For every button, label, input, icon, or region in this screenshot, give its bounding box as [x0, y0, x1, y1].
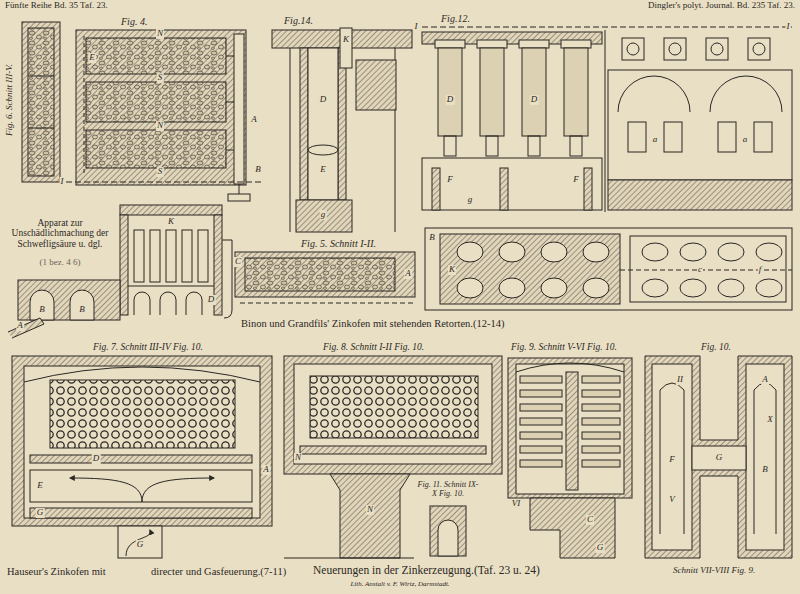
part-letter: G — [136, 540, 145, 550]
part-letter: E — [36, 481, 44, 491]
part-letter: a — [652, 135, 659, 145]
part-letter: A — [250, 115, 258, 125]
figure-title: Fig. 7. Schnitt III-IV Fig. 10. — [92, 342, 204, 352]
part-letter: B — [428, 233, 436, 243]
plate-header: Fünfte Reihe Bd. 35 Taf. 23. — [4, 1, 109, 11]
part-letter: D — [319, 95, 328, 105]
lithographer-note: Lith. Anstalt v. F. Wirtz, Darmstadt. — [349, 581, 450, 589]
figure-title: Fig. 5. Schnitt I-II. — [300, 238, 377, 249]
part-letter: g — [467, 195, 474, 205]
fig11-section — [430, 506, 466, 556]
figure-title: Fig. 4. — [120, 16, 148, 27]
part-letter: D — [207, 295, 216, 305]
plate-title: Neuerungen in der Zinkerzeugung.(Taf. 23… — [312, 564, 541, 577]
figure-title: Fig. 10. — [700, 342, 732, 352]
figure-title: Fig. 11. Schnitt IX-X Fig. 10. — [416, 481, 480, 499]
fig7-section — [12, 356, 272, 558]
part-letter: A — [262, 465, 270, 475]
figure-title: Schnitt VII-VIII Fig. 9. — [672, 566, 756, 576]
part-letter: F — [446, 175, 454, 185]
part-letter: G — [715, 453, 724, 463]
part-letter: N — [156, 121, 164, 131]
part-letter: N — [366, 505, 374, 515]
part-letter: B — [761, 465, 769, 475]
part-letter: G — [36, 508, 45, 518]
fig6-section — [22, 22, 60, 182]
part-letter: I — [60, 177, 65, 187]
part-letter: VI — [511, 499, 522, 509]
part-letter: F — [572, 175, 580, 185]
part-letter: a — [742, 135, 749, 145]
figure-caption: Apparat zur Unschädlichmachung der Schwe… — [2, 218, 118, 249]
part-letter: A — [404, 269, 412, 279]
figure-title: Fig. 8. Schnitt I-II Fig. 10. — [322, 342, 425, 352]
part-letter: B — [78, 305, 86, 315]
fig12-elevation — [422, 27, 792, 212]
part-letter: S — [157, 73, 164, 83]
figure-title: Fig.12. — [440, 13, 471, 24]
part-letter: X — [766, 415, 774, 425]
part-letter: D — [530, 95, 539, 105]
part-letter: N — [294, 453, 302, 463]
part-letter: K — [167, 217, 175, 227]
figure-caption: Binon und Grandfils' Zinkofen mit stehen… — [240, 318, 505, 330]
part-letter: C — [586, 515, 594, 525]
figure-title: Fig.14. — [283, 15, 314, 26]
part-letter: D — [446, 95, 455, 105]
part-letter: K — [448, 265, 456, 275]
fig8-section — [284, 356, 502, 558]
part-letter: G — [596, 543, 605, 553]
fig14-section — [272, 28, 412, 232]
part-letter: E — [88, 53, 96, 63]
part-letter: N — [156, 29, 164, 39]
figure-caption: Hauseur's Zinkofen mit — [6, 566, 107, 578]
part-letter: D — [92, 454, 101, 464]
part-letter: A — [16, 321, 24, 331]
part-letter: S — [157, 167, 164, 177]
part-letter: C — [234, 257, 242, 267]
figure-title: Fig. 9. Schnitt V-VI Fig. 10. — [510, 342, 618, 352]
figure-title: Fig. 6. Schnitt III-V. — [5, 63, 15, 137]
fig5-section — [235, 252, 415, 303]
part-letter: V — [668, 495, 676, 505]
fig9-section — [508, 358, 632, 558]
plate-header: Dingler's polyt. Journal. Bd. 235 Taf. 2… — [647, 1, 796, 11]
part-letter: II — [676, 375, 684, 385]
figure-caption: directer und Gasfeuerung.(7-11) — [150, 566, 287, 578]
figure-reference: (1 bez. 4 6) — [39, 258, 82, 268]
fig4-plan — [66, 30, 262, 201]
fig10-plan — [645, 356, 792, 558]
part-letter: f — [758, 265, 763, 275]
part-letter: g — [320, 210, 327, 220]
retort-plan — [425, 228, 792, 310]
part-letter: A — [761, 375, 769, 385]
part-letter: c — [697, 265, 703, 275]
part-letter: I — [414, 22, 419, 32]
part-letter: I — [786, 22, 791, 32]
part-letter: F — [668, 455, 676, 465]
part-letter: K — [342, 35, 350, 45]
part-letter: E — [319, 165, 327, 175]
part-letter: B — [254, 165, 262, 175]
part-letter: B — [38, 305, 46, 315]
